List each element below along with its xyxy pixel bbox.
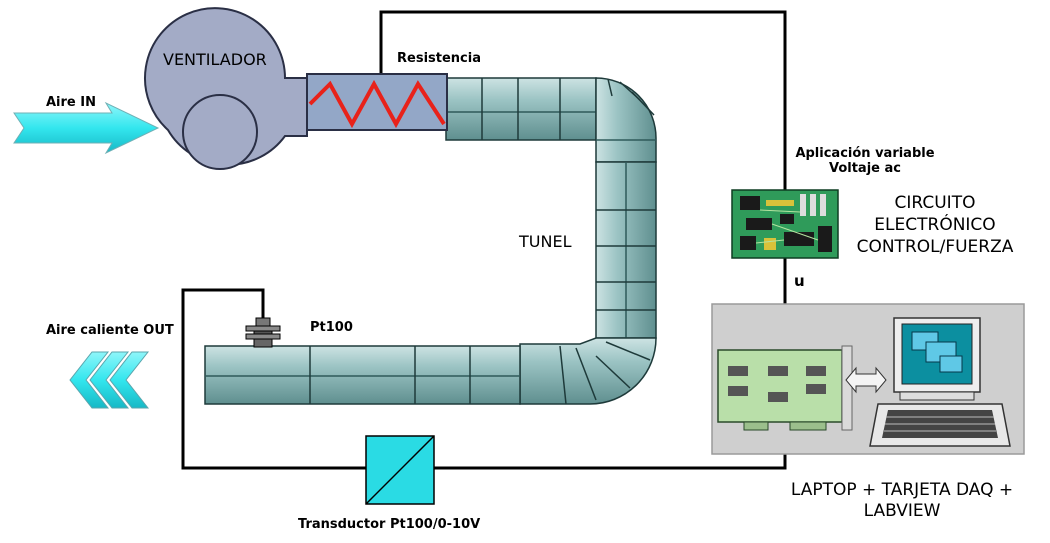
laptop-line-2: LABVIEW — [863, 501, 941, 521]
laptop-line-1: LAPTOP + TARJETA DAQ + — [790, 480, 1014, 500]
ac-supply-label: Aplicación variable Voltaje ac — [790, 146, 940, 176]
circuit-board-icon — [731, 189, 839, 259]
fan-icon — [144, 7, 308, 170]
daq-card-icon — [717, 345, 853, 431]
ac-supply-line-2: Voltaje ac — [828, 161, 901, 176]
sensor-label: Pt100 — [310, 320, 353, 335]
control-signal-label: u — [794, 272, 805, 290]
transducer-label: Transductor Pt100/0-10V — [298, 517, 481, 532]
circuit-line-1: CIRCUITO — [894, 193, 976, 213]
air-in-arrow-icon — [13, 101, 160, 155]
transducer-icon — [365, 435, 435, 505]
pt100-sensor-icon — [245, 317, 281, 348]
ac-supply-line-1: Aplicación variable — [795, 146, 935, 161]
fan-label: VENTILADOR — [163, 50, 267, 69]
heater-icon — [306, 73, 448, 131]
tunnel-duct — [204, 77, 657, 405]
heater-label: Resistencia — [397, 51, 481, 66]
circuit-line-3: CONTROL/FUERZA — [856, 237, 1014, 257]
duct-top-run — [445, 77, 597, 141]
circuit-label: CIRCUITO ELECTRÓNICO CONTROL/FUERZA — [840, 192, 1030, 258]
duct-bottom-elbow — [519, 337, 657, 405]
computer-icon — [869, 317, 1011, 447]
duct-top-elbow — [595, 77, 657, 163]
air-out-label: Aire caliente OUT — [46, 323, 174, 338]
air-out-chevrons-icon — [69, 351, 150, 409]
data-transfer-arrow-icon — [845, 366, 887, 394]
wire-heater-to-circuit — [379, 10, 787, 190]
circuit-line-2: ELECTRÓNICO — [874, 215, 996, 235]
tunnel-label: TUNEL — [519, 232, 572, 251]
duct-bottom-run — [204, 345, 521, 405]
wire-sensor-loop — [181, 288, 366, 470]
air-in-label: Aire IN — [46, 95, 96, 110]
laptop-label: LAPTOP + TARJETA DAQ + LABVIEW — [752, 480, 1050, 522]
